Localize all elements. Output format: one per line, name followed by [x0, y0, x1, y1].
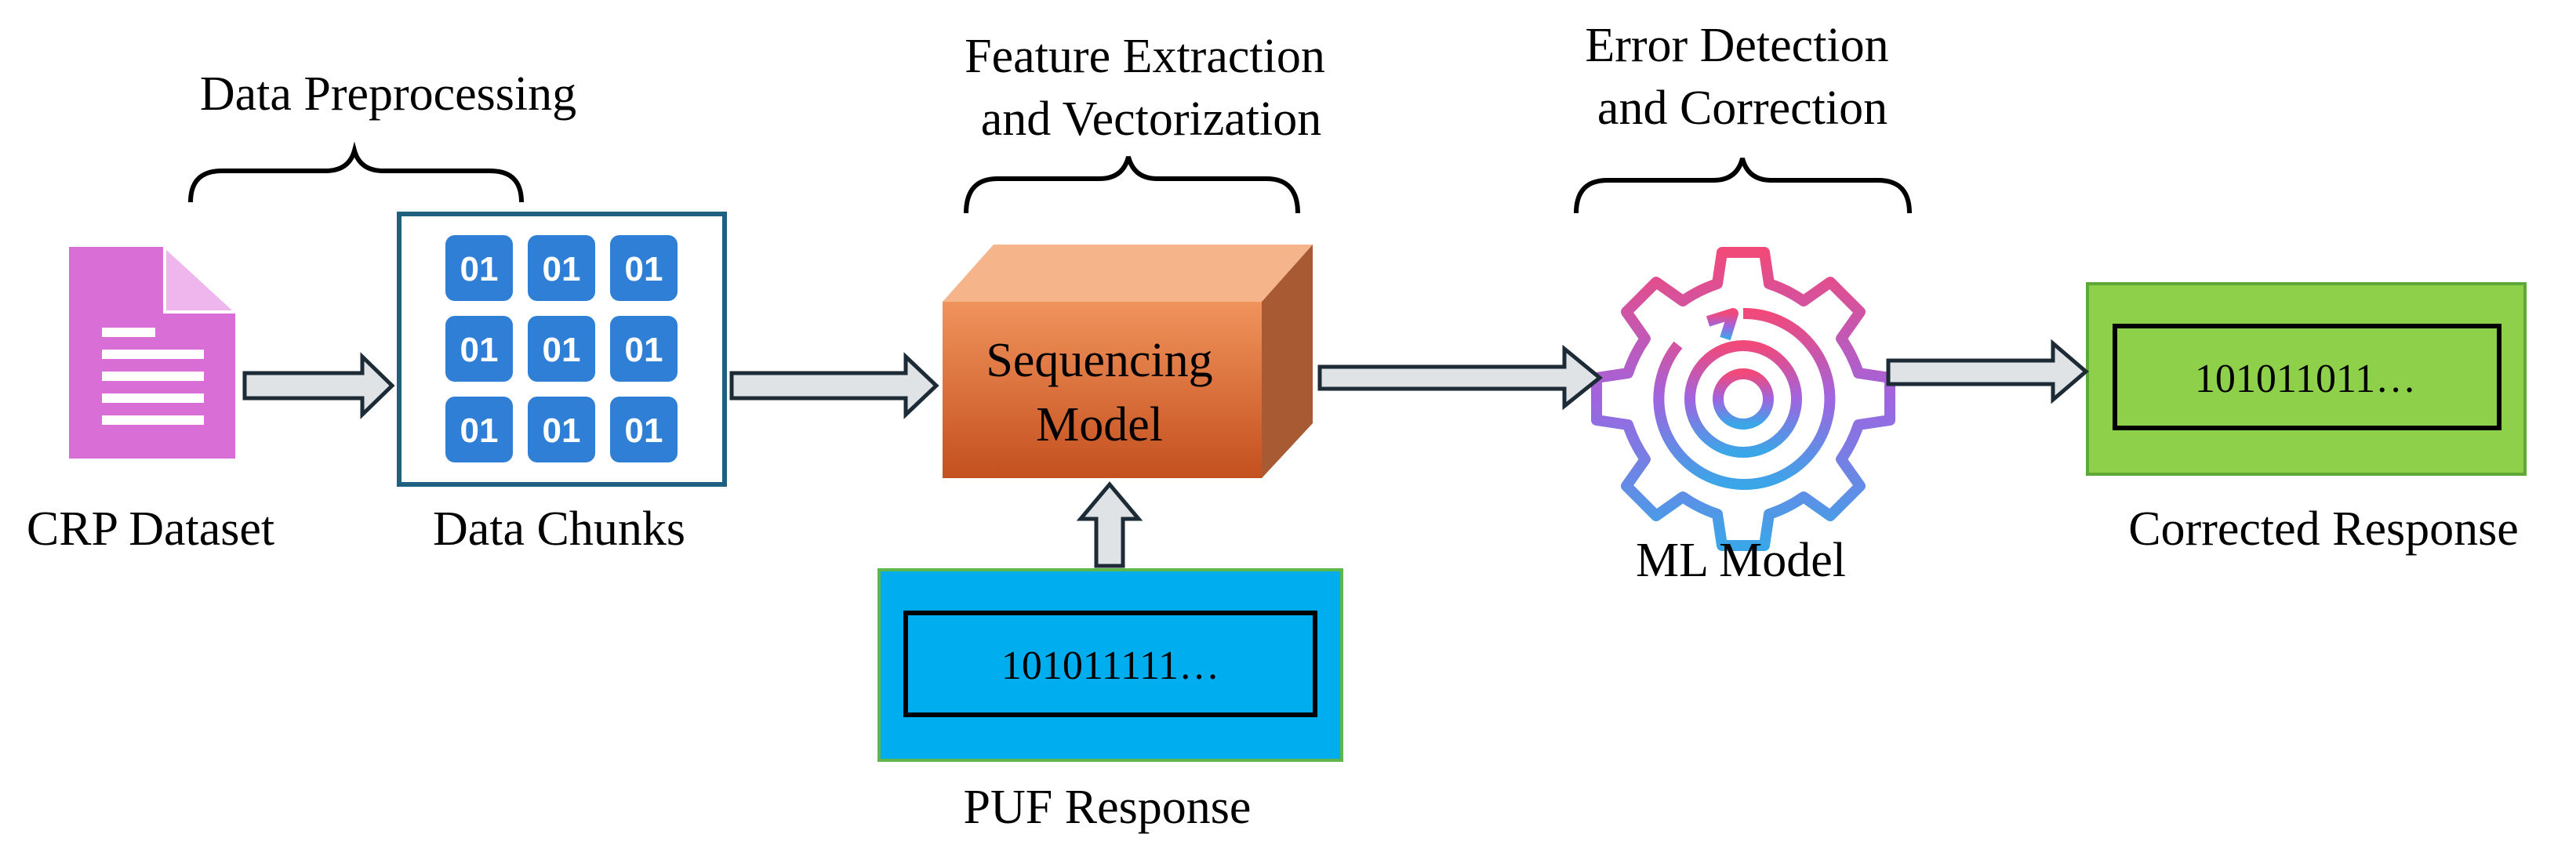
- corrected-response-value: 101011011…: [2195, 357, 2416, 401]
- chunk-tile: 01: [445, 397, 513, 462]
- svg-text:01: 01: [543, 250, 581, 288]
- gear-refresh-icon: [1591, 247, 1895, 551]
- puf-response-value: 101011111…: [1001, 644, 1219, 688]
- chunk-tile: 01: [528, 235, 595, 301]
- sequencing-model-label-1: Sequencing: [986, 334, 1212, 387]
- svg-text:01: 01: [625, 250, 663, 288]
- chunk-tile: 01: [528, 397, 595, 462]
- svg-text:01: 01: [460, 411, 499, 450]
- brace-feature-extraction: [964, 156, 1300, 214]
- label-puf-response: PUF Response: [964, 781, 1252, 834]
- arrow-right: [729, 352, 939, 419]
- svg-text:01: 01: [460, 331, 499, 369]
- chunk-tile: 01: [610, 397, 678, 462]
- svg-text:01: 01: [543, 331, 581, 369]
- label-corrected-response: Corrected Response: [2128, 502, 2519, 556]
- arrow-right: [1886, 339, 2089, 404]
- chunk-tile: 01: [445, 316, 513, 382]
- brace-error-detection: [1574, 158, 1912, 214]
- sequencing-model-label-2: Model: [1036, 398, 1163, 451]
- svg-text:01: 01: [543, 411, 581, 450]
- document-icon: [69, 247, 235, 459]
- puf-response-box: [877, 568, 1343, 762]
- arrow-right: [1317, 344, 1603, 411]
- arrow-right: [242, 352, 395, 419]
- sequencing-model-cube: [943, 245, 1313, 478]
- arrow-up: [1076, 481, 1143, 568]
- brace-data-preprocessing: [188, 141, 524, 203]
- label-ml-model: ML Model: [1636, 534, 1846, 587]
- brace-label-feature-extraction-2: and Vectorization: [981, 92, 1321, 146]
- svg-text:01: 01: [625, 331, 663, 369]
- brace-label-data-preprocessing: Data Preprocessing: [200, 67, 576, 121]
- chunk-tile: 01: [610, 235, 678, 301]
- label-crp-dataset: CRP Dataset: [27, 502, 274, 556]
- brace-label-feature-extraction-1: Feature Extraction: [965, 30, 1325, 83]
- chunk-tile: 01: [610, 316, 678, 382]
- brace-label-error-detection-1: Error Detection: [1585, 19, 1888, 72]
- svg-text:01: 01: [460, 250, 499, 288]
- chunk-tile: 01: [528, 316, 595, 382]
- svg-text:01: 01: [625, 411, 663, 450]
- chunk-tile: 01: [445, 235, 513, 301]
- brace-label-error-detection-2: and Correction: [1597, 82, 1887, 135]
- label-data-chunks: Data Chunks: [433, 502, 685, 556]
- corrected-response-box: [2086, 282, 2527, 476]
